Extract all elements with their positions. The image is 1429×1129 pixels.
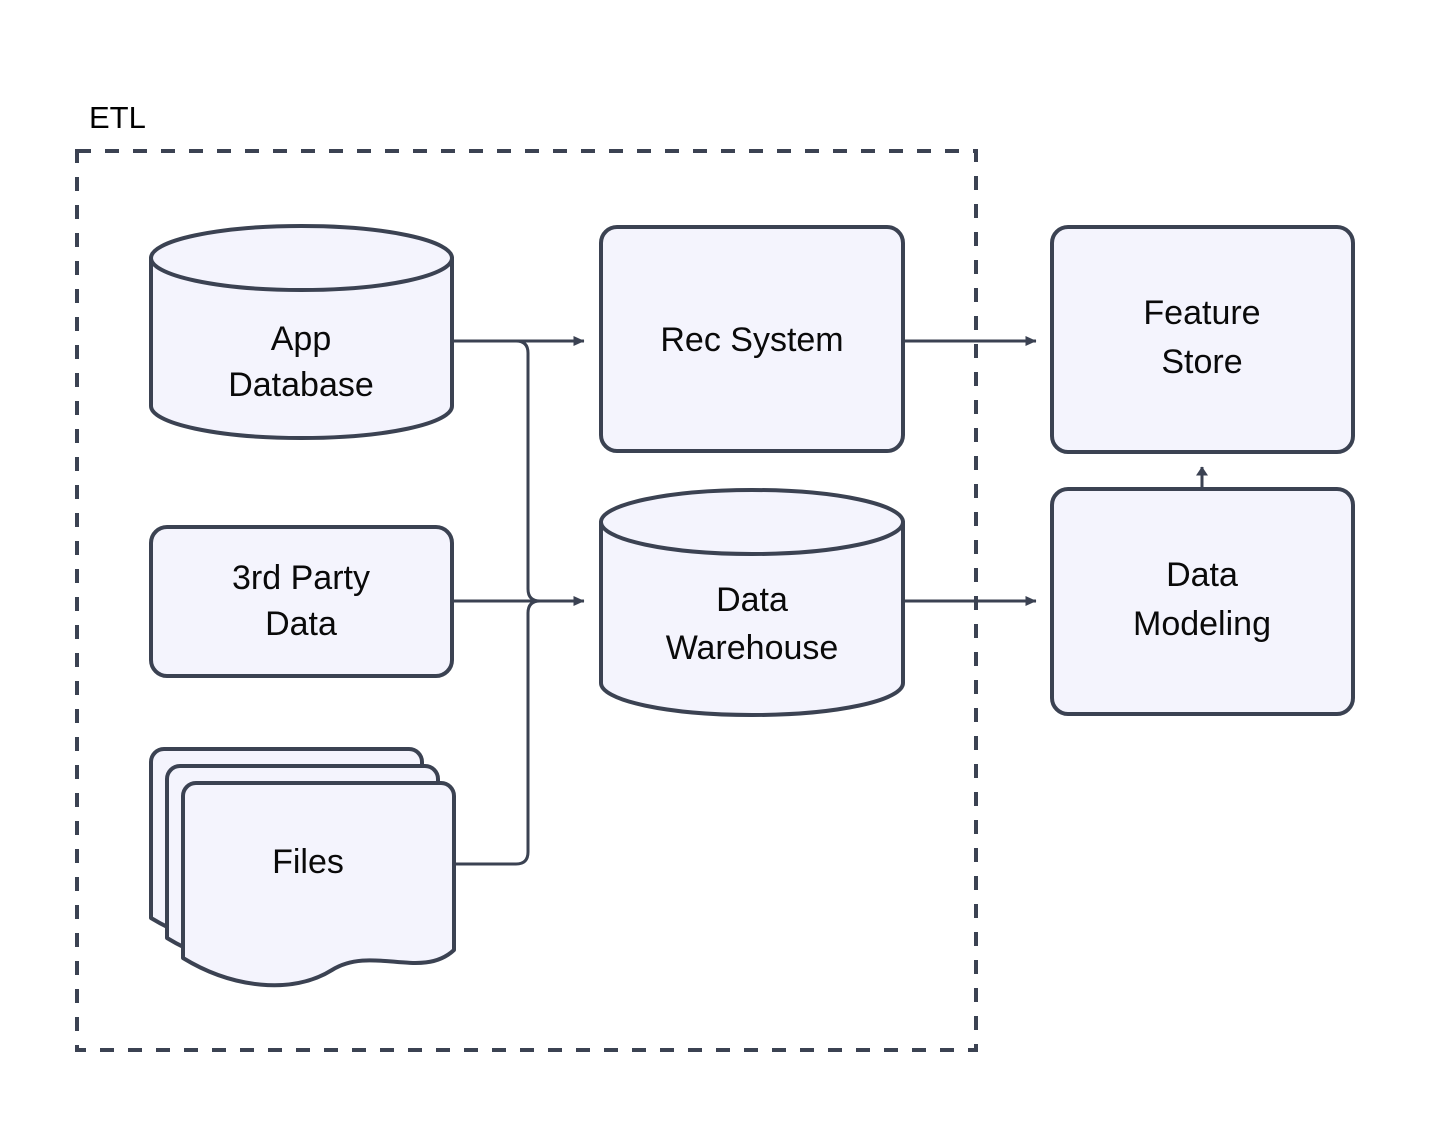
node-label-line1: Files: [272, 843, 344, 881]
node-feature-store[interactable]: Feature Store: [1050, 225, 1355, 454]
node-label-line2: Database: [228, 366, 374, 404]
node-app-database[interactable]: App Database: [149, 224, 454, 440]
node-box: [1050, 487, 1355, 716]
node-box: [149, 525, 454, 678]
node-label-line1: Data: [1166, 556, 1238, 594]
node-label-line1: Feature: [1143, 294, 1260, 332]
edge-line: [452, 339, 584, 603]
node-third-party-data[interactable]: 3rd Party Data: [149, 525, 454, 678]
node-box: [1050, 225, 1355, 454]
node-data-modeling[interactable]: Data Modeling: [1050, 487, 1355, 716]
node-label-line2: Store: [1161, 343, 1242, 381]
files-sheet-front: [181, 781, 456, 988]
node-data-warehouse[interactable]: Data Warehouse: [599, 488, 905, 717]
cylinder-top: [149, 224, 454, 292]
node-label-line2: Data: [265, 605, 337, 643]
node-files[interactable]: Files: [149, 747, 456, 988]
cylinder-top: [599, 488, 905, 556]
edge-app-database-to-data-warehouse: [452, 339, 584, 603]
node-label-line2: Warehouse: [666, 629, 839, 667]
edge-line: [452, 599, 584, 866]
node-label-line1: Rec System: [660, 321, 843, 359]
node-label-line2: Modeling: [1133, 605, 1271, 643]
edge-files-to-data-warehouse: [452, 599, 584, 866]
node-box: [599, 225, 905, 453]
node-label-line1: 3rd Party: [232, 559, 370, 597]
node-label-line1: Data: [716, 581, 788, 619]
node-rec-system[interactable]: Rec System: [599, 225, 905, 453]
node-label-line1: App: [271, 320, 332, 358]
etl-group-label: ETL: [89, 100, 146, 135]
cylinder-body: [599, 520, 905, 717]
cylinder-body: [149, 256, 454, 440]
